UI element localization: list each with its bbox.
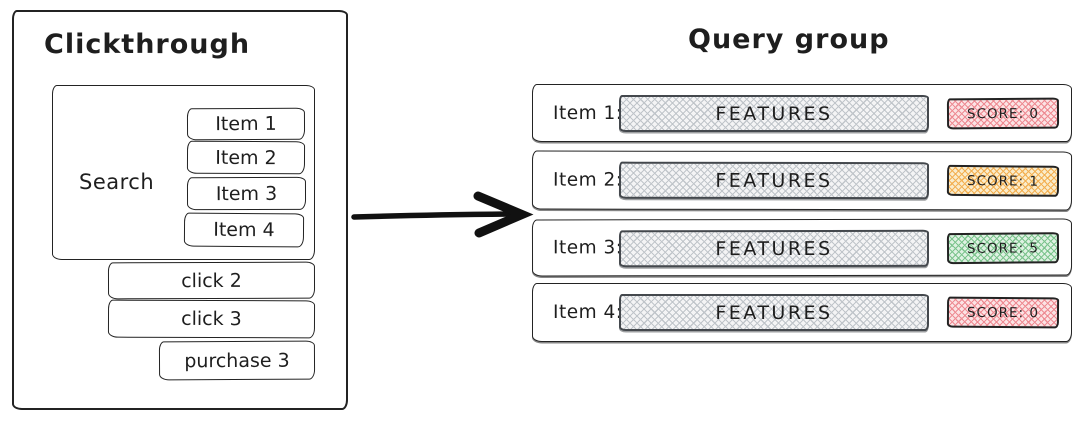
query-row-item-4: Item 4: FEATURES SCORE: 0 — [532, 283, 1072, 342]
score-badge: SCORE: 1 — [946, 164, 1060, 197]
search-result-item-3: Item 3 — [186, 176, 307, 211]
event-purchase-3: purchase 3 — [158, 340, 316, 381]
score-badge: SCORE: 0 — [946, 97, 1060, 130]
search-result-item-1: Item 1 — [186, 107, 306, 141]
search-result-item-2: Item 2 — [186, 140, 306, 175]
row-item-label: Item 4: — [553, 302, 623, 323]
search-result-item-4: Item 4 — [183, 212, 305, 248]
row-item-label: Item 2: — [552, 169, 623, 191]
search-box: Search Item 1 Item 2 Item 3 Item 4 — [52, 85, 315, 260]
event-click-3: click 3 — [107, 299, 316, 339]
features-bar: FEATURES — [618, 161, 930, 200]
features-bar: FEATURES — [619, 294, 929, 331]
query-row-item-3: Item 3: FEATURES SCORE: 5 — [531, 218, 1073, 277]
row-item-label: Item 1: — [553, 102, 623, 124]
flow-arrow-icon — [351, 191, 534, 238]
clickthrough-box: Clickthrough Search Item 1 Item 2 Item 3… — [12, 10, 348, 410]
query-row-item-1: Item 1: FEATURES SCORE: 0 — [532, 84, 1072, 142]
query-group-title: Query group — [688, 24, 890, 55]
query-row-item-2: Item 2: FEATURES SCORE: 1 — [531, 150, 1073, 211]
features-bar: FEATURES — [619, 95, 929, 132]
event-click-2: click 2 — [107, 261, 316, 300]
row-item-label: Item 3: — [552, 237, 623, 259]
features-bar: FEATURES — [618, 229, 930, 268]
clickthrough-title: Clickthrough — [44, 29, 251, 60]
score-badge: SCORE: 0 — [946, 296, 1060, 329]
search-label: Search — [79, 170, 155, 194]
score-badge: SCORE: 5 — [946, 232, 1060, 265]
